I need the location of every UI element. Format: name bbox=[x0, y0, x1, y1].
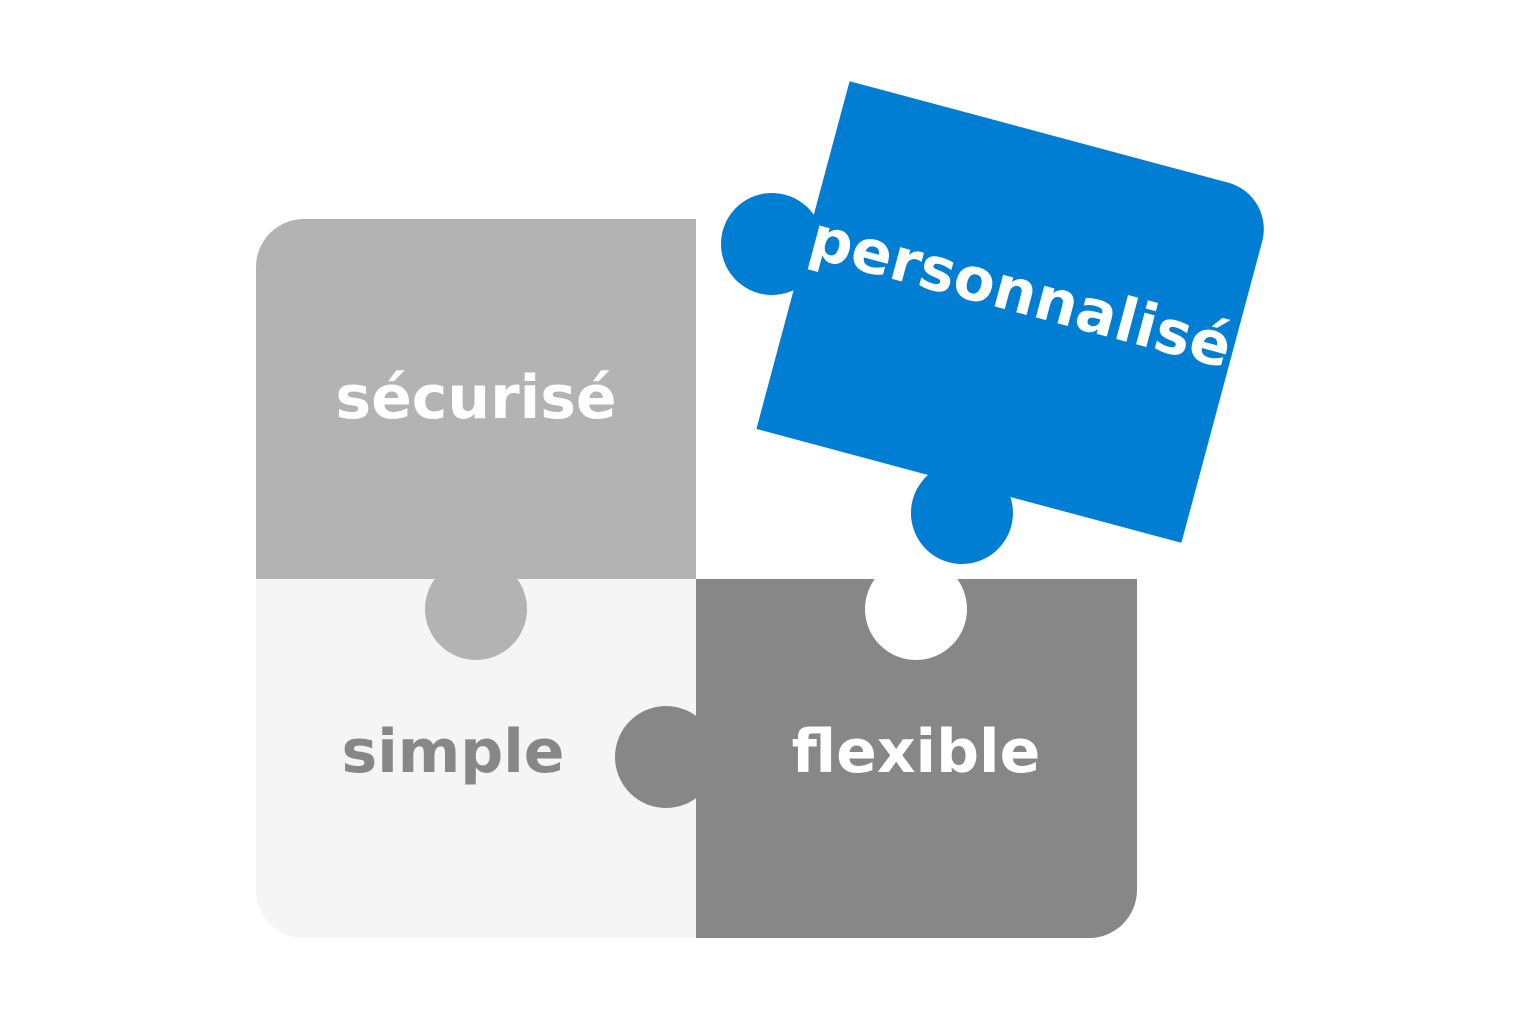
puzzle-piece-secure: sécurisé bbox=[256, 219, 696, 660]
label-flexible: flexible bbox=[792, 717, 1041, 787]
puzzle-piece-custom: personnalisé bbox=[721, 81, 1264, 564]
label-simple: simple bbox=[341, 717, 564, 787]
empty-slot bbox=[865, 558, 967, 660]
puzzle-piece-simple: simple bbox=[256, 579, 696, 938]
label-secure: sécurisé bbox=[335, 363, 616, 433]
puzzle-piece-flexible: flexible bbox=[615, 558, 1137, 938]
